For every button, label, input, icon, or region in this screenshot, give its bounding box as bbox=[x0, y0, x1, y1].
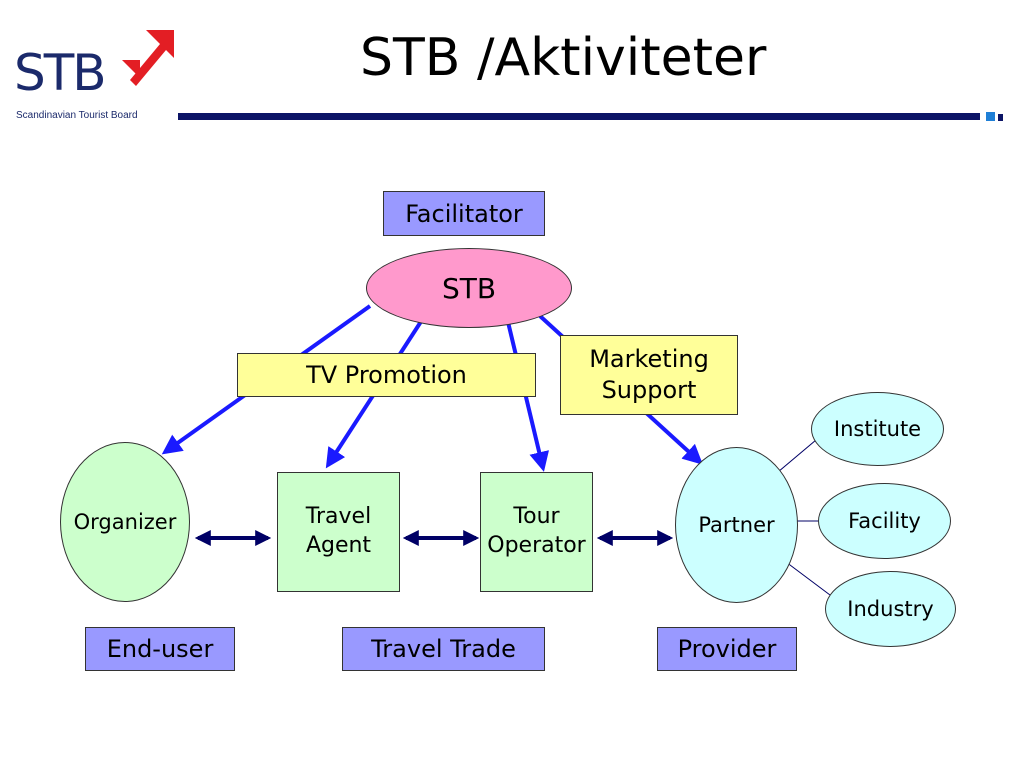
stb-node-text: STB bbox=[441, 271, 497, 305]
provider-label: Provider bbox=[657, 627, 797, 671]
logo-text: STB bbox=[14, 44, 107, 102]
facilitator-text: Facilitator bbox=[405, 199, 523, 228]
facility-node: Facility bbox=[818, 483, 951, 559]
facility-text: Facility bbox=[848, 509, 921, 533]
marketing-support-line1: Marketing bbox=[589, 344, 709, 373]
industry-node: Industry bbox=[825, 571, 956, 647]
line-partner-institute bbox=[777, 439, 817, 473]
marketing-support-line2: Support bbox=[601, 376, 697, 404]
tour-operator-box: Tour Operator bbox=[480, 472, 593, 592]
end-user-text: End-user bbox=[106, 635, 214, 663]
marketing-support-box: Marketing Support bbox=[560, 335, 738, 415]
institute-node: Institute bbox=[811, 392, 944, 466]
tour-operator-line1: Tour bbox=[513, 504, 560, 530]
partner-text: Partner bbox=[698, 513, 775, 537]
header-rule bbox=[178, 113, 980, 120]
tour-operator-line2: Operator bbox=[487, 533, 586, 558]
page-title: STB /Aktiviteter bbox=[360, 28, 767, 88]
logo-tagline: Scandinavian Tourist Board bbox=[16, 110, 138, 121]
travel-agent-box: Travel Agent bbox=[277, 472, 400, 592]
travel-trade-label: Travel Trade bbox=[342, 627, 545, 671]
travel-trade-text: Travel Trade bbox=[371, 635, 516, 663]
stb-logo: STB Scandinavian Tourist Board bbox=[14, 30, 179, 125]
header-square-dark bbox=[998, 114, 1003, 121]
end-user-label: End-user bbox=[85, 627, 235, 671]
organizer-node: Organizer bbox=[60, 442, 190, 602]
line-partner-industry bbox=[785, 561, 835, 599]
provider-text: Provider bbox=[677, 635, 777, 663]
institute-text: Institute bbox=[833, 417, 922, 441]
travel-agent-line1: Travel bbox=[305, 504, 372, 530]
tv-promotion-box: TV Promotion bbox=[237, 353, 536, 397]
facilitator-label: Facilitator bbox=[383, 191, 545, 236]
industry-text: Industry bbox=[847, 597, 934, 621]
logo-arrow-icon bbox=[122, 30, 174, 86]
header-square-accent bbox=[986, 112, 995, 121]
partner-node: Partner bbox=[675, 447, 798, 603]
organizer-text: Organizer bbox=[73, 510, 177, 534]
tv-promotion-text: TV Promotion bbox=[306, 361, 467, 389]
stb-node: STB bbox=[366, 248, 572, 328]
travel-agent-line2: Agent bbox=[305, 533, 372, 558]
